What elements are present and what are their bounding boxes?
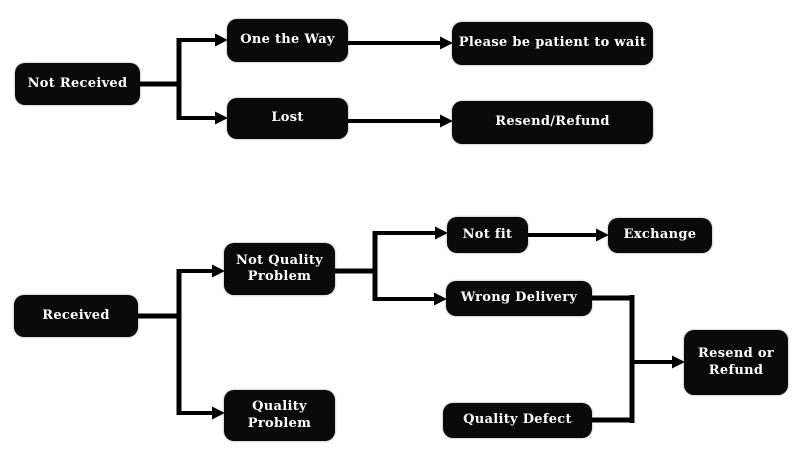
node-received-label: Received [42, 307, 110, 323]
node-quality-defect-label: Quality Defect [463, 412, 572, 428]
node-one-the-way-label: One the Way [240, 32, 335, 48]
node-exchange-label: Exchange [623, 227, 697, 243]
node-resend-or-refund-label: Resend or Refund [698, 346, 774, 378]
node-not-fit: Not fit [447, 217, 528, 253]
node-one-the-way: One the Way [227, 19, 348, 62]
node-resend-or-refund: Resend or Refund [684, 330, 788, 395]
node-wrong-delivery: Wrong Delivery [446, 281, 592, 316]
node-not-received: Not Received [15, 63, 140, 105]
node-not-received-label: Not Received [27, 75, 128, 91]
node-received: Received [14, 295, 138, 337]
node-wrong-delivery-label: Wrong Delivery [460, 290, 578, 306]
node-please-be-patient-label: Please be patient to wait [458, 35, 647, 51]
node-lost-label: Lost [271, 110, 304, 126]
node-quality-problem-label: Quality Problem [247, 399, 312, 431]
node-not-quality-problem-label: Not Quality Problem [235, 252, 324, 284]
node-quality-problem: Quality Problem [224, 390, 335, 441]
node-resend-refund: Resend/Refund [452, 101, 653, 144]
node-please-be-patient: Please be patient to wait [452, 22, 653, 65]
node-resend-refund-label: Resend/Refund [495, 114, 610, 130]
node-not-quality-problem: Not Quality Problem [224, 243, 335, 295]
node-quality-defect: Quality Defect [443, 403, 592, 438]
node-exchange: Exchange [608, 218, 712, 253]
node-lost: Lost [227, 98, 348, 139]
node-not-fit-label: Not fit [462, 226, 513, 242]
